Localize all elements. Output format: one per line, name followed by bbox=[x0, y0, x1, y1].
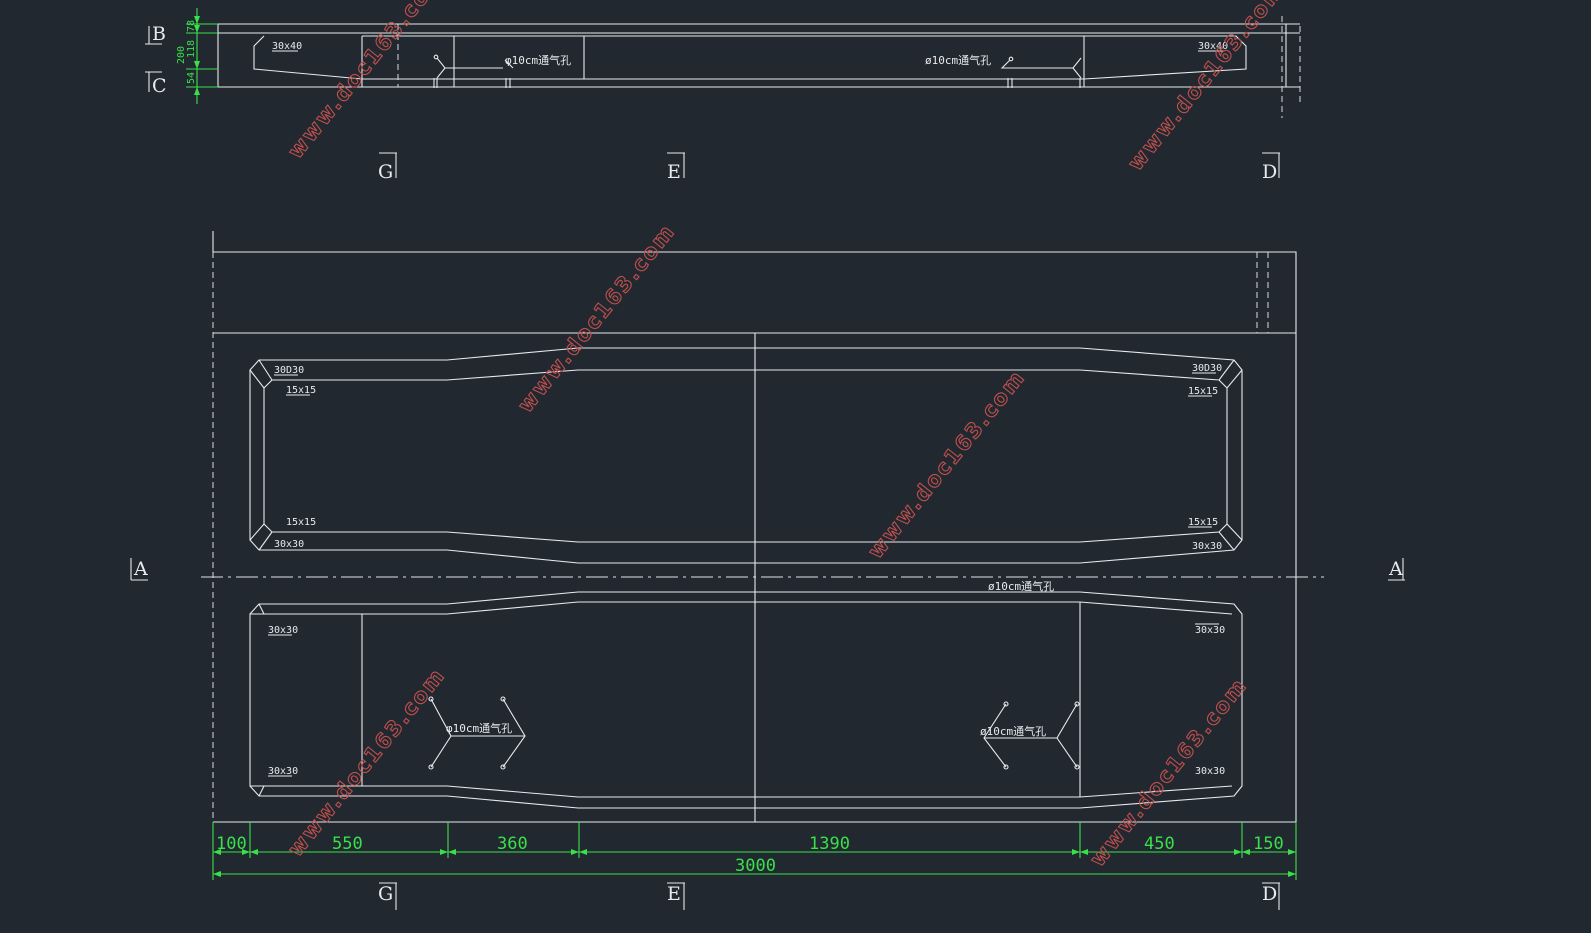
chamfer-label-plan-3: 15x15 bbox=[286, 517, 316, 528]
section-mark-c: C bbox=[152, 75, 167, 97]
watermark-5: www.doc163.com bbox=[283, 663, 450, 861]
vent-hole-label-top-right: ø10cm通气孔 bbox=[925, 53, 991, 67]
dim-bottom-550: 550 bbox=[332, 834, 363, 854]
chamfer-label-plan-2: 15x15 bbox=[286, 385, 316, 396]
section-mark-e-top: E bbox=[667, 161, 681, 183]
section-mark-a-left: A bbox=[133, 558, 148, 580]
dim-bottom-360: 360 bbox=[497, 834, 528, 854]
watermarks: www.doc163.com www.doc163.com www.doc163… bbox=[283, 0, 1291, 872]
dim-top-78: 78 bbox=[186, 20, 197, 32]
dim-bottom-100: 100 bbox=[216, 834, 247, 854]
chamfer-label-plan-11: 30x30 bbox=[1195, 625, 1225, 636]
section-mark-g-top: G bbox=[378, 161, 393, 183]
section-mark-d-top: D bbox=[1262, 161, 1277, 183]
section-mark-b: B bbox=[152, 23, 166, 45]
chamfer-label-plan-4: 30x30 bbox=[274, 539, 304, 550]
dim-bottom-150: 150 bbox=[1253, 834, 1284, 854]
watermark-3: www.doc163.com bbox=[513, 219, 680, 417]
section-mark-a-right: A bbox=[1388, 558, 1403, 580]
dimension-chain: 100 550 360 1390 450 150 3000 G E D bbox=[212, 822, 1297, 910]
chamfer-label-top-right: 30x40 bbox=[1198, 41, 1228, 52]
section-mark-g-bottom: G bbox=[378, 883, 393, 905]
chamfer-label-plan-10: 30x30 bbox=[268, 766, 298, 777]
dim-top-54: 54 bbox=[186, 72, 197, 84]
chamfer-label-plan-9: 30x30 bbox=[268, 625, 298, 636]
dim-bottom-3000: 3000 bbox=[735, 856, 776, 876]
chamfer-label-plan-5: 30D30 bbox=[1192, 363, 1222, 374]
chamfer-label-plan-7: 15x15 bbox=[1188, 517, 1218, 528]
chamfer-label-plan-1: 30D30 bbox=[274, 365, 304, 376]
vent-hole-label-plan-left: φ10cm通气孔 bbox=[446, 721, 512, 735]
dim-bottom-450: 450 bbox=[1144, 834, 1175, 854]
vent-hole-label-plan-right: ø10cm通气孔 bbox=[980, 724, 1046, 738]
vent-hole-label-top-left: φ10cm通气孔 bbox=[505, 53, 571, 67]
chamfer-label-plan-8: 30x30 bbox=[1192, 541, 1222, 552]
dim-top-200: 200 bbox=[176, 46, 187, 64]
watermark-2: www.doc163.com bbox=[1123, 0, 1290, 175]
chamfer-label-top-left: 30x40 bbox=[272, 41, 302, 52]
elevation-view: 30x40 30x40 φ10cm通气孔 ø10cm通气孔 78 118 54 … bbox=[145, 8, 1301, 183]
dim-top-118: 118 bbox=[186, 40, 197, 58]
section-mark-d-bottom: D bbox=[1262, 883, 1277, 905]
section-mark-e-bottom: E bbox=[667, 883, 681, 905]
plan-view: 30D30 15x15 15x15 30x30 30D30 15x15 15x1… bbox=[130, 231, 1405, 823]
vent-hole-label-plan-center: ø10cm通气孔 bbox=[988, 579, 1054, 593]
dim-bottom-1390: 1390 bbox=[809, 834, 850, 854]
chamfer-label-plan-6: 15x15 bbox=[1188, 386, 1218, 397]
watermark-4: www.doc163.com bbox=[863, 365, 1030, 563]
chamfer-label-plan-12: 30x30 bbox=[1195, 766, 1225, 777]
